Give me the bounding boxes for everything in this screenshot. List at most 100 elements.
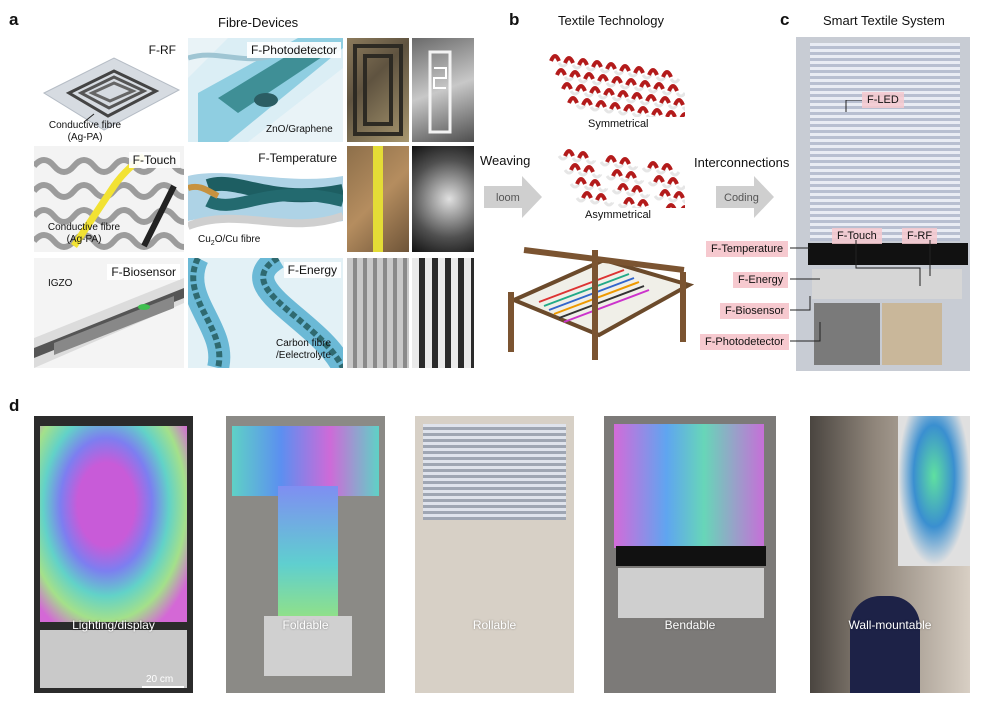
interconnections-arrow (716, 176, 774, 218)
weave-loop (567, 189, 579, 197)
weave-loop (645, 187, 657, 195)
panel-label-b: b (509, 10, 520, 29)
weaving-arrow (484, 176, 542, 218)
weave-weft (647, 88, 659, 94)
weave-weft (571, 64, 583, 70)
device-label-f-rf: F-RF (144, 42, 180, 58)
weave-loop (619, 64, 631, 72)
weave-loop (575, 84, 587, 92)
bent-display-glow (614, 424, 764, 548)
weave-weft (613, 70, 625, 76)
wall-glow (898, 416, 970, 566)
system-leader-lines (790, 100, 931, 342)
panel-label-a: a (9, 10, 19, 29)
yellow-fibre (373, 146, 383, 252)
photo-wall-mountable: Wall-mountable (810, 416, 970, 693)
weave-loop (577, 58, 589, 66)
weave-weft (599, 68, 611, 74)
title-smart-textile-system: Smart Textile System (823, 13, 945, 28)
photo-rollable: Rollable (415, 416, 574, 693)
weave-weft (669, 78, 681, 84)
weave-loop (653, 82, 665, 90)
weave-weft (675, 185, 685, 191)
temperature-fibre-illustration (188, 173, 343, 230)
device-label-f-biosensor: F-Biosensor (107, 264, 180, 280)
lower-textile-foldable (264, 616, 352, 676)
caption-wall-mountable: Wall-mountable (848, 618, 932, 632)
led-display-glow (40, 426, 187, 622)
photodetector-note: ZnO/Graphene (266, 124, 333, 135)
weave-weft (585, 66, 597, 72)
title-textile-technology: Textile Technology (558, 13, 664, 28)
weave-loop (651, 108, 663, 116)
weave-weft (577, 78, 589, 84)
weaving-label: Weaving (480, 153, 531, 168)
weave-loop (591, 153, 603, 161)
biosensor-illustration (34, 278, 184, 368)
weave-loop (549, 54, 561, 62)
weave-loop (609, 102, 621, 110)
bendable-lower-textile (618, 568, 764, 618)
weave-weft (655, 169, 667, 175)
weave-loop (645, 94, 657, 102)
weave-loop (619, 157, 631, 165)
weave-loop (581, 98, 593, 106)
weave-loop (659, 96, 671, 104)
weave-weft (681, 199, 685, 204)
weave-weft (661, 183, 673, 189)
weave-loop (667, 177, 679, 185)
weave-weft (605, 175, 617, 181)
weave-loop (661, 163, 673, 171)
caption-bendable: Bendable (664, 618, 716, 632)
weave-loop (583, 72, 595, 80)
weave-weft (591, 173, 603, 179)
weave-weft (653, 102, 665, 108)
weave-weft (589, 199, 601, 205)
weave-loop (583, 165, 595, 173)
weave-loop (569, 70, 581, 78)
weave-loop (633, 66, 645, 74)
weave-weft (625, 98, 637, 104)
weave-loop (549, 147, 561, 155)
weave-loop (561, 175, 573, 183)
asymmetrical-label: Asymmetrical (585, 209, 652, 221)
weave-weft (557, 155, 569, 161)
asymmetrical-weave-illustration (549, 147, 685, 208)
weave-weft (627, 72, 639, 78)
weave-weft (641, 167, 653, 173)
weave-loop (665, 110, 677, 117)
weave-weft (619, 84, 631, 90)
loom-label: loom (496, 192, 520, 204)
weave-loop (575, 177, 587, 185)
temperature-note: Cu2O/Cu fibre (198, 234, 261, 247)
black-band (808, 243, 968, 265)
weave-loop (611, 169, 623, 177)
weave-weft (681, 106, 685, 111)
weave-loop (563, 149, 575, 157)
weave-weft (667, 197, 679, 203)
caption-rollable: Rollable (472, 618, 517, 632)
weave-loop (605, 155, 617, 163)
weave-loop (659, 189, 671, 197)
weave-loop (589, 86, 601, 94)
weave-loop (631, 185, 643, 193)
weave-weft (569, 90, 581, 96)
weave-weft (597, 187, 609, 193)
system-label-f-led: F-LED (862, 92, 904, 108)
weave-weft (625, 191, 637, 197)
energy-patch (882, 303, 942, 365)
weave-weft (597, 94, 609, 100)
panel-label-c: c (780, 10, 790, 29)
weave-loop (639, 80, 651, 88)
weave-loop (631, 92, 643, 100)
weave-loop (617, 183, 629, 191)
weave-loop (623, 104, 635, 112)
photo-photodetector-fabric (412, 38, 474, 142)
weave-weft (631, 112, 643, 117)
weave-weft (583, 185, 595, 191)
weave-loop (569, 163, 581, 171)
folded-stem (278, 486, 338, 616)
weave-weft (583, 92, 595, 98)
weave-loop (591, 60, 603, 68)
weave-weft (653, 195, 665, 201)
